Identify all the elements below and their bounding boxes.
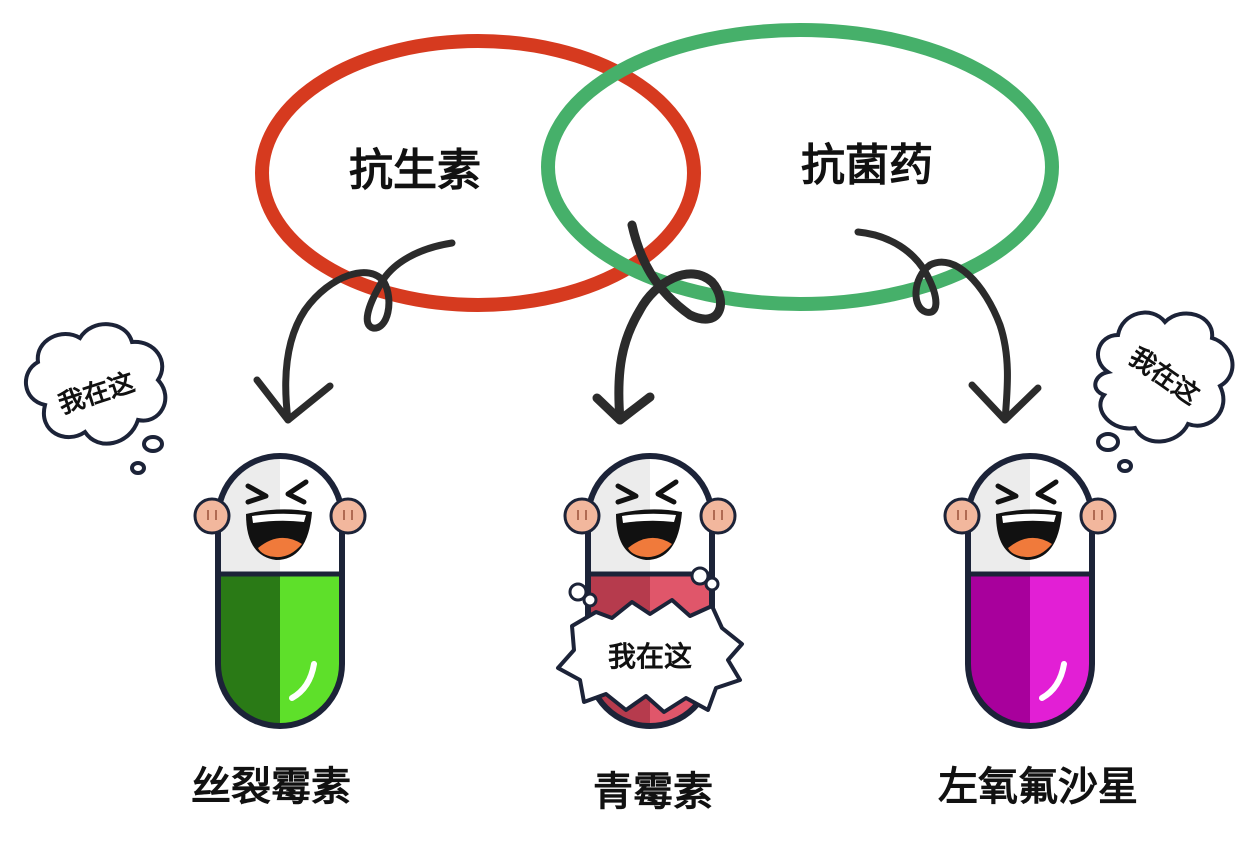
eye-right xyxy=(285,479,309,505)
eye-right xyxy=(1035,479,1059,505)
thought-bubble-left: 我在这 xyxy=(23,322,168,475)
eye-left xyxy=(245,483,269,505)
pill-0 xyxy=(193,453,367,729)
antibacterial-circle xyxy=(541,23,1059,311)
arrow-left xyxy=(253,239,456,424)
pill-2 xyxy=(943,453,1117,729)
cheek-left xyxy=(193,497,231,535)
eye-right xyxy=(655,479,679,505)
cheek-left xyxy=(943,497,981,535)
antibiotic-label: 抗生素 xyxy=(349,145,481,196)
teeth xyxy=(622,513,676,523)
antibiotic-circle xyxy=(255,34,701,312)
teeth xyxy=(1002,513,1056,523)
eye-left xyxy=(615,483,639,505)
callout-text-middle: 我在这 xyxy=(608,640,692,673)
tongue xyxy=(258,537,302,558)
antibacterial-label: 抗菌药 xyxy=(801,140,933,191)
pill-highlight xyxy=(289,661,317,701)
tongue xyxy=(1008,537,1052,558)
pill-label-mitomycin: 丝裂霉素 xyxy=(191,764,351,810)
tongue xyxy=(628,537,672,558)
burst-badge: 我在这 xyxy=(556,566,744,714)
cheek-right xyxy=(1079,497,1117,535)
pill-outline xyxy=(965,453,1095,729)
thought-bubble-right: 我在这 xyxy=(1093,310,1235,473)
cheek-right xyxy=(699,497,737,535)
eye-left xyxy=(995,483,1019,505)
pill-bottom-shade xyxy=(218,574,280,726)
cheek-left xyxy=(563,497,601,535)
pill-highlight xyxy=(1039,661,1067,701)
teeth xyxy=(252,513,306,523)
pill-label-penicillin: 青霉素 xyxy=(593,769,713,815)
pill-bottom-shade xyxy=(968,574,1030,726)
arrow-middle xyxy=(592,220,725,425)
cheek-right xyxy=(329,497,367,535)
pill-label-levofloxacin: 左氧氟沙星 xyxy=(938,764,1138,810)
arrow-right xyxy=(854,228,1042,424)
pill-outline xyxy=(215,453,345,729)
